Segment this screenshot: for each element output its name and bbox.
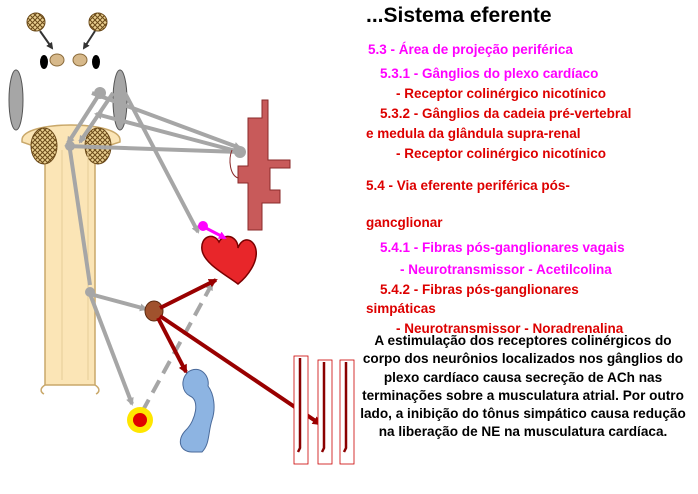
receptor-5-3-1: - Receptor colinérgico nicotínico bbox=[396, 86, 607, 101]
vagal-nucleus-left bbox=[8, 69, 24, 131]
descending-arrow-left bbox=[39, 30, 54, 50]
vagal-node bbox=[94, 87, 106, 99]
cardiac-ganglion-node bbox=[234, 146, 246, 158]
heading-5-3: 5.3 - Área de projeção periférica bbox=[368, 42, 573, 57]
page-title: ...Sistema eferente bbox=[366, 4, 552, 27]
receptor-5-3-2: - Receptor colinérgico nicotínico bbox=[396, 146, 607, 161]
dashed-adrenal-pathway bbox=[140, 282, 214, 413]
heading-5-3-2: 5.3.2 - Gânglios da cadeia pré-vertebral bbox=[380, 106, 632, 121]
explanation-paragraph: A estimulação dos receptores colinérgico… bbox=[360, 333, 686, 440]
nucleus-small-left bbox=[49, 53, 65, 67]
heading-5-4-2: 5.4.2 - Fibras pós-ganglionares bbox=[380, 282, 579, 297]
spinal-cord bbox=[21, 124, 121, 386]
heading-5-4: 5.4 - Via eferente periférica pós- bbox=[366, 178, 570, 193]
brainstem-nucleus-left bbox=[26, 12, 46, 32]
vein bbox=[179, 368, 215, 453]
adrenal-medulla-core bbox=[133, 413, 147, 427]
gray-pathways bbox=[64, 91, 242, 406]
descending-arrow-right bbox=[82, 30, 96, 50]
brainstem-nucleus-right bbox=[88, 12, 108, 32]
heart bbox=[201, 235, 257, 285]
dorsal-horn-left bbox=[30, 127, 58, 165]
sympathetic-ganglion bbox=[144, 300, 164, 322]
black-nucleus-left bbox=[40, 55, 48, 69]
heading-5-3-1: 5.3.1 - Gânglios do plexo cardíaco bbox=[380, 66, 599, 81]
tracing-strips bbox=[293, 355, 355, 465]
cord-node-lower bbox=[85, 287, 95, 297]
ach-terminal bbox=[198, 221, 208, 231]
heading-5-4-1: 5.4.1 - Fibras pós-ganglionares vagais bbox=[380, 240, 625, 255]
nt-5-4-2: - Neurotransmissor - Noradrenalina bbox=[396, 321, 624, 336]
heading-5-4-2-cont: simpáticas bbox=[366, 301, 436, 316]
nucleus-small-right bbox=[72, 53, 88, 67]
sympathetic-fibers bbox=[156, 278, 322, 426]
heading-5-4-cont: gancglionar bbox=[366, 215, 443, 230]
heading-5-3-2-cont: e medula da glândula supra-renal bbox=[366, 126, 581, 141]
aorta-vessel bbox=[237, 99, 291, 231]
black-nucleus-right bbox=[92, 55, 100, 69]
cord-node-upper bbox=[65, 141, 75, 151]
nt-5-4-1: - Neurotransmissor - Acetilcolina bbox=[400, 262, 612, 277]
